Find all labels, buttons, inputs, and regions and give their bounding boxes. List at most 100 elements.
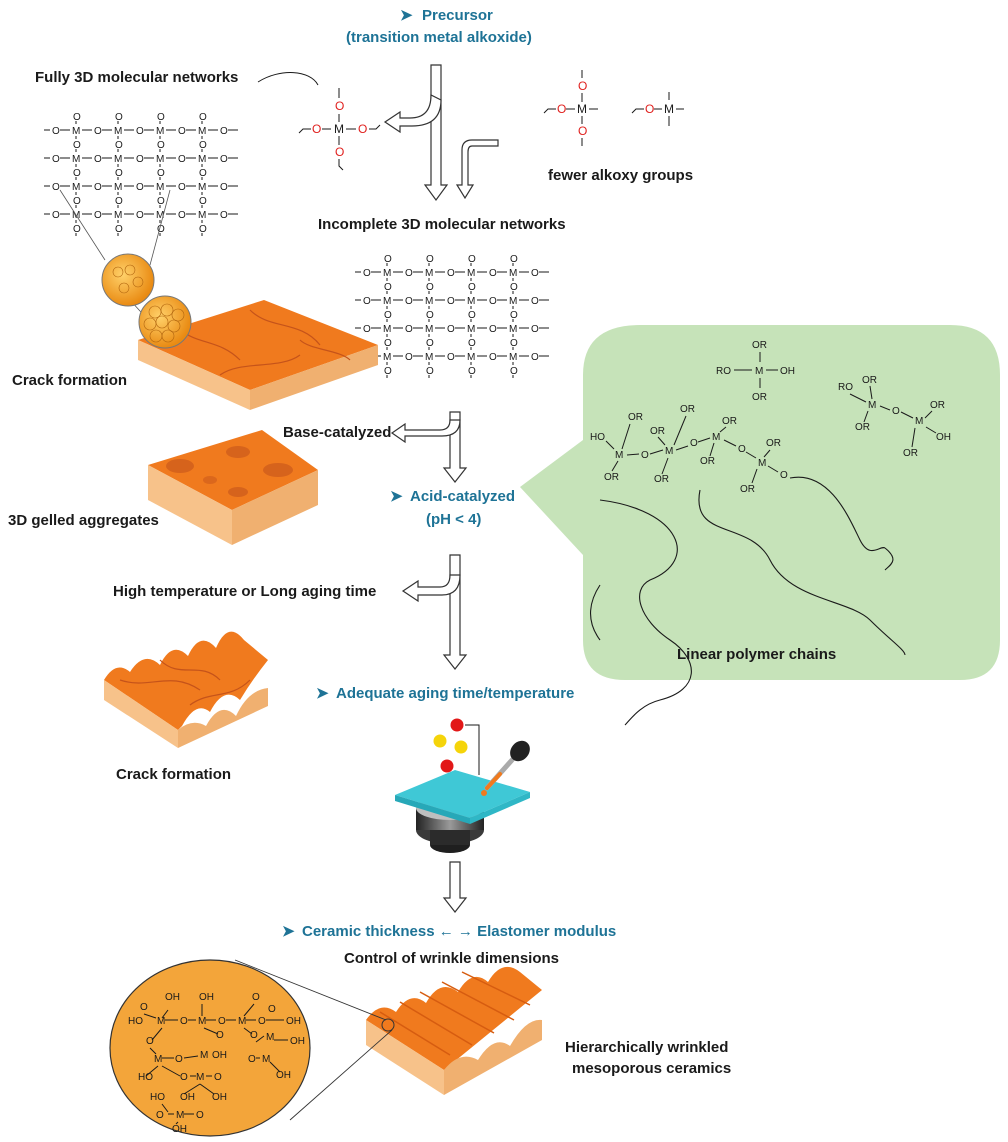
zoom-line: [289, 1029, 393, 1121]
spin-coating-stage: [395, 770, 530, 853]
zoom-particle-cluster: [101, 253, 155, 307]
svg-text:M: M: [238, 1016, 246, 1027]
oxygen-atom: O: [405, 296, 413, 307]
svg-text:OR: OR: [766, 438, 781, 449]
oxygen-atom: O: [199, 196, 207, 207]
svg-text:O: O: [146, 1036, 154, 1047]
aggregate-bubbles: [112, 264, 185, 343]
svg-text:OR: OR: [752, 392, 767, 403]
svg-text:M: M: [266, 1032, 274, 1043]
fewer-alkoxy-molecule-2: O M: [631, 92, 684, 126]
zoom-marker: [381, 1018, 395, 1032]
oxygen-atom: O: [510, 338, 518, 349]
metal-atom: M: [467, 352, 475, 363]
svg-text:O: O: [250, 1030, 258, 1041]
oxygen-atom: O: [468, 366, 476, 377]
oxygen-atom: O: [447, 324, 455, 335]
incomplete-3d-label: Incomplete 3D molecular networks: [318, 216, 566, 233]
svg-text:OR: OR: [628, 412, 643, 423]
oxygen-atom: O: [363, 324, 371, 335]
oxygen-atom: O: [136, 126, 144, 137]
svg-text:M: M: [154, 1054, 162, 1065]
oxygen-atom: O: [178, 182, 186, 193]
oxygen-atom: O: [73, 196, 81, 207]
metal-atom: M: [425, 324, 433, 335]
oxygen-atom: O: [384, 338, 392, 349]
svg-text:O: O: [780, 470, 788, 481]
oxygen-atom: O: [73, 112, 81, 123]
oxygen-atom: O: [73, 168, 81, 179]
svg-text:OH: OH: [276, 1070, 291, 1081]
svg-text:O: O: [214, 1072, 222, 1083]
svg-text:OH: OH: [172, 1124, 187, 1135]
svg-text:HO: HO: [128, 1016, 143, 1027]
svg-text:HO: HO: [150, 1092, 165, 1103]
svg-text:O: O: [216, 1030, 224, 1041]
oxygen-atom: O: [531, 324, 539, 335]
svg-text:O: O: [140, 1002, 148, 1013]
oxygen-atom: O: [426, 282, 434, 293]
zoom-line: [234, 959, 387, 1021]
oxygen-atom: O: [489, 352, 497, 363]
svg-text:M: M: [577, 102, 587, 116]
svg-text:OR: OR: [862, 375, 877, 386]
zoom-line: [59, 189, 106, 261]
metal-atom: M: [114, 126, 122, 137]
gelled-aggregates-film: [148, 430, 318, 545]
svg-text:O: O: [335, 145, 344, 159]
svg-text:RO: RO: [716, 366, 731, 377]
metal-atom: M: [425, 296, 433, 307]
oxygen-atom: O: [52, 126, 60, 137]
oxygen-atom: O: [157, 140, 165, 151]
oxygen-atom: O: [220, 154, 228, 165]
alkoxide-chain-structures: OR M RO OH OR OR RO M O M OR OR OH OR HO…: [590, 340, 951, 495]
oxygen-atom: O: [468, 282, 476, 293]
oxygen-atom: O: [384, 366, 392, 377]
oxygen-atom: O: [52, 154, 60, 165]
oxygen-atom: O: [157, 112, 165, 123]
metal-atom: M: [467, 268, 475, 279]
svg-text:M: M: [755, 366, 763, 377]
oxygen-atom: O: [115, 112, 123, 123]
oxygen-atom: O: [178, 210, 186, 221]
oxygen-atom: O: [384, 254, 392, 265]
metal-atom: M: [467, 324, 475, 335]
oxygen-atom: O: [136, 182, 144, 193]
oxygen-atom: O: [426, 338, 434, 349]
zoom-line: [149, 189, 171, 266]
metal-atom: M: [156, 182, 164, 193]
oxygen-atom: O: [447, 268, 455, 279]
flow-arrows: [383, 64, 499, 913]
svg-text:OR: OR: [604, 472, 619, 483]
oxygen-atom: O: [199, 168, 207, 179]
oxygen-atom: O: [52, 210, 60, 221]
svg-text:OR: OR: [930, 400, 945, 411]
linear-chains-label: Linear polymer chains: [677, 646, 836, 663]
svg-text:RO: RO: [838, 382, 853, 393]
svg-text:OH: OH: [165, 992, 180, 1003]
oxygen-atom: O: [426, 366, 434, 377]
metal-atom: M: [509, 296, 517, 307]
oxygen-atom: O: [157, 196, 165, 207]
oxygen-atom: O: [220, 210, 228, 221]
oxygen-atom: O: [426, 310, 434, 321]
oxygen-atom: O: [178, 154, 186, 165]
polymer-chain-curves: [590, 476, 906, 726]
svg-text:OR: OR: [654, 474, 669, 485]
oxygen-atom: O: [384, 282, 392, 293]
oxygen-atom: O: [405, 324, 413, 335]
high-temp-label: High temperature or Long aging time: [113, 583, 376, 600]
svg-text:OR: OR: [740, 484, 755, 495]
metal-atom: M: [509, 352, 517, 363]
adequate-aging-label: Adequate aging time/temperature: [336, 685, 574, 702]
svg-text:O: O: [557, 102, 566, 116]
ceramic-elastomer-label: Ceramic thickness ← → Elastomer modulus: [302, 923, 616, 940]
nanoparticle-dots: [433, 718, 480, 775]
metal-atom: M: [425, 352, 433, 363]
svg-text:HO: HO: [138, 1072, 153, 1083]
svg-text:O: O: [180, 1016, 188, 1027]
oxygen-atom: O: [115, 224, 123, 235]
bullet-icon: ➤: [316, 685, 329, 702]
